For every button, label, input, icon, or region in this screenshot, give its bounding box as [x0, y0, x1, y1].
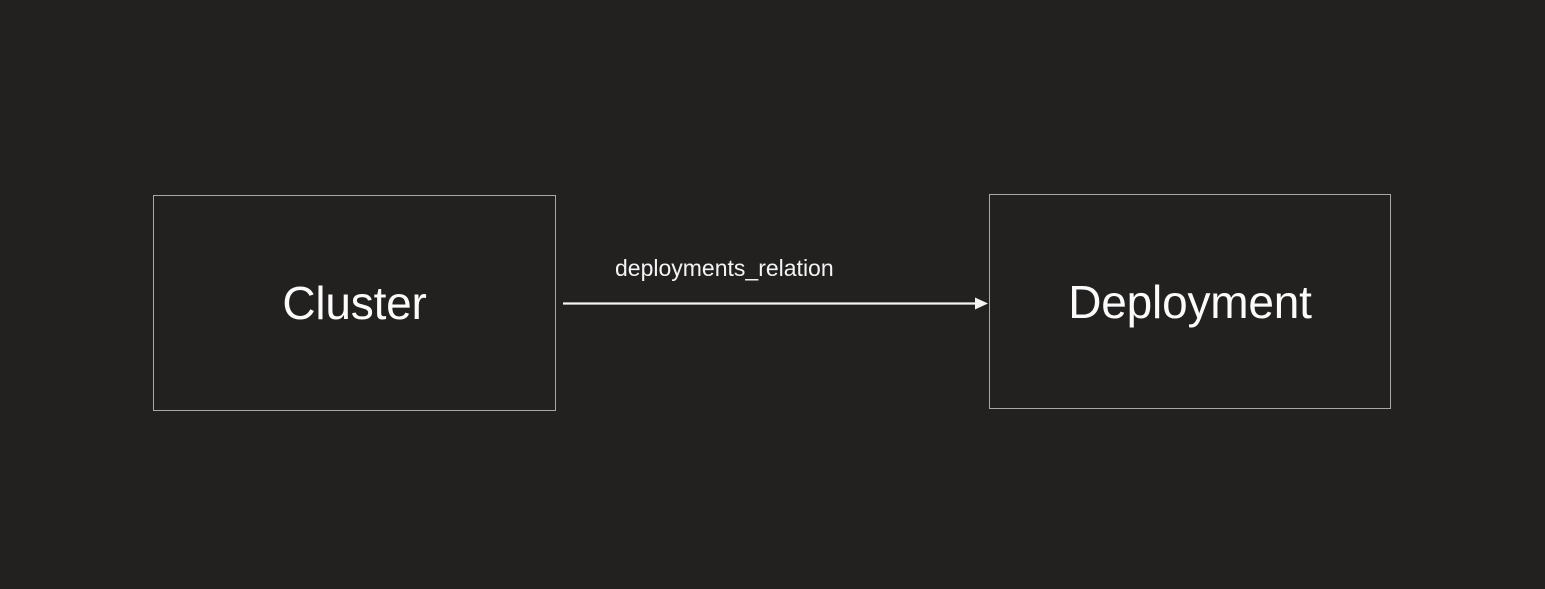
edge-label-deployments-relation: deployments_relation [615, 255, 834, 281]
node-cluster[interactable]: Cluster [153, 195, 556, 411]
node-deployment-label: Deployment [1068, 275, 1312, 328]
edge-arrowhead-icon [975, 297, 988, 310]
node-deployment[interactable]: Deployment [989, 194, 1391, 409]
node-cluster-label: Cluster [282, 277, 427, 329]
edge-deployments-relation[interactable] [563, 297, 988, 310]
